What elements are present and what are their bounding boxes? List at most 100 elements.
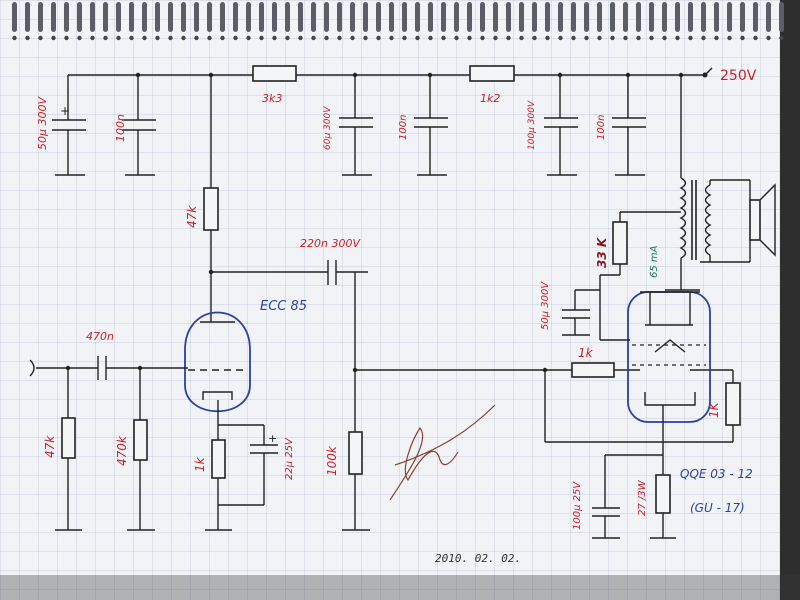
spiral-ring bbox=[168, 2, 173, 32]
spiral-ring bbox=[259, 2, 264, 32]
spiral-ring bbox=[12, 2, 17, 32]
spiral-hole bbox=[714, 35, 719, 41]
spiral-hole bbox=[402, 35, 407, 41]
spiral-ring bbox=[155, 2, 160, 32]
spiral-hole bbox=[740, 35, 745, 41]
spiral-hole bbox=[337, 35, 342, 41]
spiral-hole bbox=[12, 35, 17, 41]
spiral-hole bbox=[25, 35, 30, 41]
spiral-ring bbox=[766, 2, 771, 32]
spiral-hole bbox=[779, 35, 784, 41]
spiral-hole bbox=[441, 35, 446, 41]
spiral-hole bbox=[610, 35, 615, 41]
output-cathode-capacitor-label: 100μ 25V bbox=[572, 481, 583, 530]
spiral-ring bbox=[64, 2, 69, 32]
spiral-hole bbox=[64, 35, 69, 41]
spiral-ring bbox=[311, 2, 316, 32]
resistor-1k2 bbox=[469, 65, 515, 82]
spiral-ring bbox=[376, 2, 381, 32]
spiral-hole bbox=[77, 35, 82, 41]
spiral-hole bbox=[623, 35, 628, 41]
cathode-capacitor-22u-label: 22μ 25V bbox=[284, 437, 295, 480]
grid-resistor-470k-label: 470k bbox=[115, 435, 129, 466]
spiral-ring bbox=[623, 2, 628, 32]
desk-corner bbox=[0, 575, 800, 600]
output-transformer bbox=[620, 75, 750, 291]
spiral-ring bbox=[90, 2, 95, 32]
spiral-hole bbox=[324, 35, 329, 41]
spiral-ring bbox=[324, 2, 329, 32]
spiral-ring bbox=[610, 2, 615, 32]
spiral-hole bbox=[558, 35, 563, 41]
spiral-ring bbox=[701, 2, 706, 32]
spiral-ring bbox=[662, 2, 667, 32]
spiral-ring bbox=[675, 2, 680, 32]
spiral-hole bbox=[298, 35, 303, 41]
spiral-ring bbox=[727, 2, 732, 32]
spiral-hole bbox=[584, 35, 589, 41]
spiral-hole bbox=[545, 35, 550, 41]
spiral-ring bbox=[77, 2, 82, 32]
capacitor-50u-300v-input: + bbox=[52, 75, 86, 176]
spiral-ring bbox=[207, 2, 212, 32]
capacitor-60u-300v bbox=[339, 75, 373, 176]
spiral-ring bbox=[38, 2, 43, 32]
spiral-hole bbox=[116, 35, 121, 41]
svg-text:+: + bbox=[60, 104, 70, 118]
spiral-hole bbox=[376, 35, 381, 41]
spiral-ring bbox=[480, 2, 485, 32]
spiral-ring bbox=[389, 2, 394, 32]
spiral-ring bbox=[415, 2, 420, 32]
spiral-hole bbox=[51, 35, 56, 41]
input-resistor-47k-label: 47k bbox=[43, 435, 57, 458]
spiral-ring bbox=[441, 2, 446, 32]
output-grid-resistor-1k-label: 1k bbox=[578, 346, 594, 360]
capacitor-60u-label: 60μ 300V bbox=[323, 106, 333, 150]
output-cathode-network bbox=[592, 454, 676, 539]
spiral-hole bbox=[636, 35, 641, 41]
spiral-hole bbox=[753, 35, 758, 41]
spiral-ring bbox=[272, 2, 277, 32]
power-tube-alt-label: (GU - 17) bbox=[690, 501, 745, 515]
capacitor-100n-label-b: 100n bbox=[398, 115, 409, 140]
capacitor-50u-label-a: 50μ 300V bbox=[36, 96, 49, 150]
spiral-ring bbox=[181, 2, 186, 32]
spiral-ring bbox=[350, 2, 355, 32]
spiral-hole bbox=[129, 35, 134, 41]
spiral-ring bbox=[25, 2, 30, 32]
desk-edge bbox=[780, 0, 800, 600]
spiral-ring bbox=[129, 2, 134, 32]
spiral-ring bbox=[649, 2, 654, 32]
screen-bypass-capacitor-50u bbox=[562, 289, 600, 336]
coupling-capacitor-220n bbox=[211, 260, 368, 530]
spiral-ring bbox=[571, 2, 576, 32]
spiral-hole bbox=[207, 35, 212, 41]
spiral-hole bbox=[285, 35, 290, 41]
spiral-hole bbox=[454, 35, 459, 41]
spiral-hole bbox=[181, 35, 186, 41]
preamp-tube-ecc85 bbox=[184, 311, 251, 425]
spiral-ring bbox=[337, 2, 342, 32]
spiral-hole bbox=[90, 35, 95, 41]
resistor-1k2-label: 1k2 bbox=[480, 92, 500, 105]
spiral-hole bbox=[103, 35, 108, 41]
spiral-ring bbox=[220, 2, 225, 32]
capacitor-100n-label-a: 100n bbox=[114, 114, 127, 142]
spiral-ring bbox=[428, 2, 433, 32]
spiral-hole bbox=[233, 35, 238, 41]
spiral-hole bbox=[246, 35, 251, 41]
spiral-ring bbox=[558, 2, 563, 32]
spiral-ring bbox=[454, 2, 459, 32]
spiral-ring bbox=[506, 2, 511, 32]
spiral-hole bbox=[688, 35, 693, 41]
spiral-hole bbox=[168, 35, 173, 41]
spiral-hole bbox=[766, 35, 771, 41]
spiral-ring bbox=[584, 2, 589, 32]
spiral-hole bbox=[142, 35, 147, 41]
grid-leak-resistor-100k bbox=[342, 431, 370, 531]
date-label: 2010. 02. 02. bbox=[435, 552, 521, 565]
capacitor-100n-b bbox=[414, 75, 448, 176]
spiral-hole bbox=[415, 35, 420, 41]
